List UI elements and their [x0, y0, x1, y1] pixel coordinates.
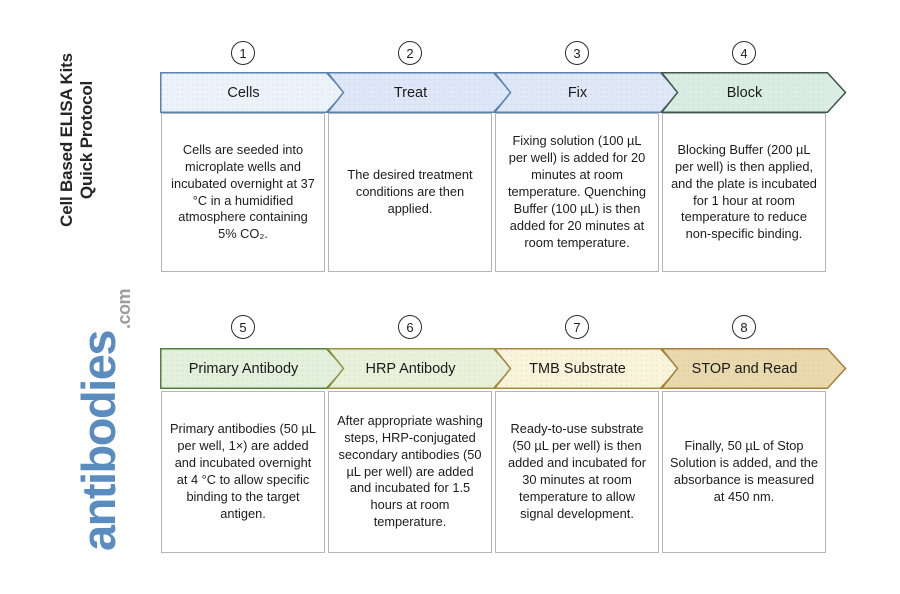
page-title: Cell Based ELISA Kits Quick Protocol — [57, 30, 113, 250]
step-number: 6 — [406, 319, 414, 335]
step-description: Fixing solution (100 µL per well) is add… — [495, 113, 659, 272]
step-banner-arrow — [327, 72, 513, 113]
step-description: The desired treatment conditions are the… — [328, 113, 492, 272]
brand-suffix-text: .com — [114, 288, 134, 329]
step-description: Ready-to-use substrate (50 µL per well) … — [495, 391, 659, 553]
step-banner-arrow — [494, 72, 680, 113]
step-description: Blocking Buffer (200 µL per well) is the… — [662, 113, 826, 272]
step-number: 1 — [239, 45, 247, 61]
step-number-badge: 7 — [565, 315, 589, 339]
step-number: 7 — [573, 319, 581, 335]
step-number: 8 — [740, 319, 748, 335]
step-description: After appropriate washing steps, HRP-con… — [328, 391, 492, 553]
step-banner-arrow — [661, 72, 847, 113]
step-number-badge: 8 — [732, 315, 756, 339]
step-description: Cells are seeded into microplate wells a… — [161, 113, 325, 272]
step-banner-label: HRP Antibody — [327, 348, 494, 389]
step-banner-label: Cells — [160, 72, 327, 113]
step-number: 5 — [239, 319, 247, 335]
step-column-8: 8 STOP and Read Finally, 50 µL of Stop S… — [661, 0, 847, 594]
step-banner-label: STOP and Read — [661, 348, 828, 389]
step-number-badge: 4 — [732, 41, 756, 65]
step-number: 3 — [573, 45, 581, 61]
step-number: 4 — [740, 45, 748, 61]
page-title-line2: Quick Protocol — [77, 80, 97, 200]
step-description: Primary antibodies (50 µL per well, 1×) … — [161, 391, 325, 553]
step-number-badge: 5 — [231, 315, 255, 339]
step-banner-label: Treat — [327, 72, 494, 113]
step-number-badge: 1 — [231, 41, 255, 65]
step-column-2: 2 Treat The desired treatment conditions… — [327, 0, 513, 594]
step-number-badge: 6 — [398, 315, 422, 339]
step-banner-label: TMB Substrate — [494, 348, 661, 389]
step-banner-arrow — [661, 348, 847, 389]
step-number: 2 — [406, 45, 414, 61]
step-column-3: 3 Fix Fixing solution (100 µL per well) … — [494, 0, 680, 594]
step-number-badge: 3 — [565, 41, 589, 65]
step-column-5: 5 Primary Antibody Primary antibodies (5… — [160, 0, 346, 594]
step-column-6: 6 HRP Antibody After appropriate washing… — [327, 0, 513, 594]
step-banner-arrow — [494, 348, 680, 389]
step-number-badge: 2 — [398, 41, 422, 65]
step-column-1: 1 Cells Cells are seeded into microplate… — [160, 0, 346, 594]
step-banner-label: Fix — [494, 72, 661, 113]
step-column-7: 7 TMB Substrate Ready-to-use substrate (… — [494, 0, 680, 594]
step-banner-arrow — [327, 348, 513, 389]
page-title-line1: Cell Based ELISA Kits — [57, 53, 76, 227]
step-banner-label: Primary Antibody — [160, 348, 327, 389]
step-banner-label: Block — [661, 72, 828, 113]
brand-name-text: antibodies — [72, 331, 125, 552]
brand-logo: antibodies .com — [58, 260, 134, 580]
step-description: Finally, 50 µL of Stop Solution is added… — [662, 391, 826, 553]
step-column-4: 4 Block Blocking Buffer (200 µL per well… — [661, 0, 847, 594]
